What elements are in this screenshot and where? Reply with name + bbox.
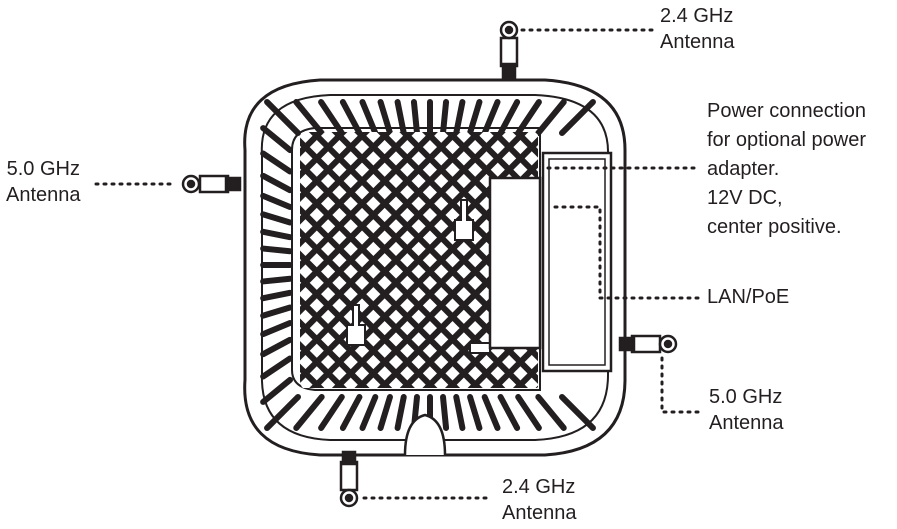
cooling-fin: [467, 394, 483, 431]
cooling-fin: [260, 289, 293, 302]
label-line: 2.4 GHz: [660, 5, 734, 27]
label-lan: LAN/PoE: [707, 284, 789, 310]
label-line: Antenna: [6, 184, 81, 206]
cooling-fin: [339, 394, 363, 431]
label-line: center positive.: [707, 216, 842, 238]
label-line: 5.0 GHz: [709, 386, 783, 408]
cooling-fin: [339, 99, 363, 136]
cooling-fin: [260, 125, 293, 154]
cooling-fin: [453, 394, 466, 431]
cooling-fin: [260, 304, 293, 319]
cooling-fin: [260, 150, 293, 175]
mount-slots: [346, 199, 491, 354]
cooling-fin: [497, 99, 521, 136]
label-line: Power connection: [707, 100, 866, 122]
label-line: LAN/PoE: [707, 286, 790, 308]
cooling-fin: [481, 99, 501, 136]
cooling-fin: [260, 211, 293, 226]
cooling-fin: [293, 394, 325, 431]
cooling-fin: [394, 394, 407, 431]
device-body: [243, 78, 627, 457]
cooling-fins: [260, 99, 596, 431]
cooling-fin: [559, 99, 596, 136]
label-line: for optional power: [707, 129, 866, 151]
cooling-fin: [264, 394, 301, 431]
label-line: Antenna: [709, 412, 784, 434]
leader-lines: [94, 28, 702, 500]
port-panel: [488, 151, 613, 373]
cooling-fin: [481, 394, 501, 431]
cooling-fin: [515, 99, 542, 136]
cooling-fin: [497, 394, 521, 431]
cooling-fin: [453, 99, 466, 136]
cooling-fin: [260, 192, 293, 211]
cooling-fin: [359, 99, 379, 136]
cooling-fin: [260, 228, 293, 241]
cooling-fin: [410, 99, 420, 136]
cooling-fin: [377, 394, 393, 431]
cooling-fin: [377, 99, 393, 136]
cooling-fin: [260, 319, 293, 338]
cooling-fin: [515, 394, 542, 431]
cooling-fin: [293, 99, 325, 136]
cooling-fin: [260, 336, 293, 358]
label-bottom-antenna: 2.4 GHz Antenna: [502, 474, 577, 526]
cooling-fin: [440, 99, 450, 136]
cooling-fin: [359, 394, 379, 431]
cooling-fin: [559, 394, 596, 431]
label-line: adapter.: [707, 158, 780, 180]
label-line: Antenna: [660, 31, 735, 53]
label-top-antenna: 2.4 GHz Antenna: [660, 3, 735, 55]
label-power: Power connection for optional power adap…: [707, 97, 866, 242]
label-right-antenna: 5.0 GHz Antenna: [709, 384, 784, 436]
label-line: 12V DC,: [707, 187, 783, 209]
label-left-antenna: 5.0 GHz Antenna: [6, 156, 81, 208]
cable-notch: [403, 413, 447, 456]
cooling-fin: [535, 99, 567, 136]
cooling-fin: [260, 245, 293, 255]
cooling-fin: [260, 172, 293, 194]
cooling-fin: [318, 394, 345, 431]
cooling-fin: [535, 394, 567, 431]
label-line: 2.4 GHz: [502, 476, 576, 498]
label-line: Antenna: [502, 502, 577, 524]
cooling-fin: [260, 355, 293, 380]
antenna-connectors: [181, 20, 678, 508]
cooling-fin: [440, 394, 450, 431]
cooling-fin: [260, 376, 293, 405]
label-line: 5.0 GHz: [6, 158, 80, 180]
cooling-fin: [467, 99, 483, 136]
cooling-fin: [318, 99, 345, 136]
cooling-fin: [260, 275, 293, 285]
cooling-fin: [394, 99, 407, 136]
cooling-fin: [264, 99, 301, 136]
